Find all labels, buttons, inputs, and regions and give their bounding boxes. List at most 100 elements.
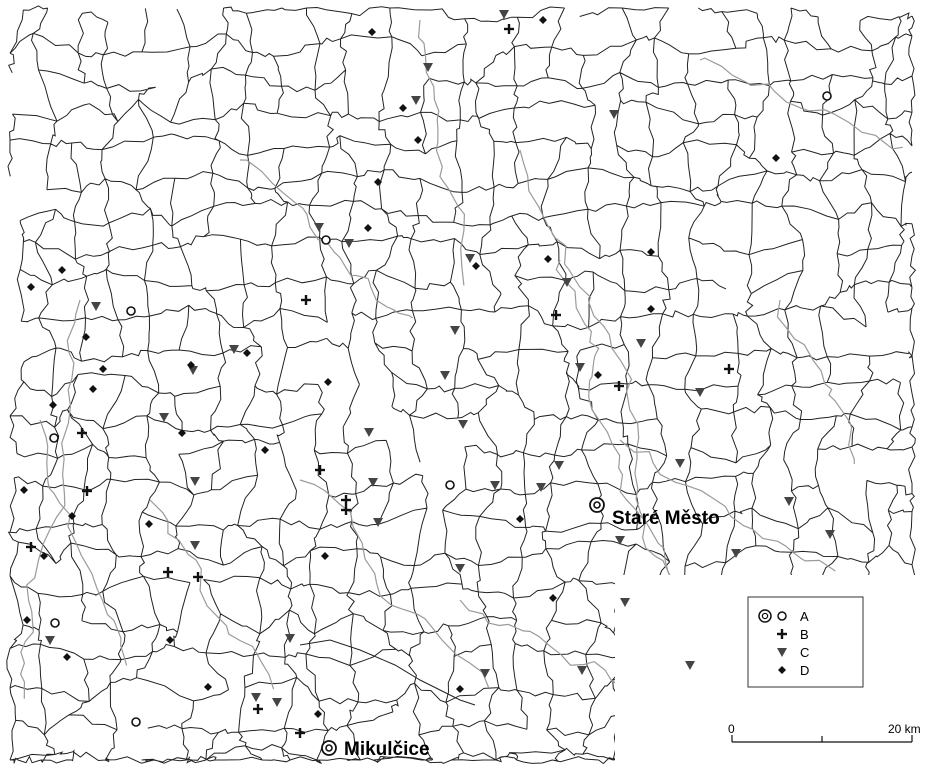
site-c-marker xyxy=(784,497,794,506)
site-c-marker xyxy=(458,420,468,429)
site-d-marker xyxy=(166,636,174,644)
site-d-marker xyxy=(63,653,71,661)
site-b-marker xyxy=(163,567,173,577)
site-c-marker xyxy=(685,661,695,670)
stare-mesto-marker[interactable] xyxy=(589,497,605,513)
legend: A B C D xyxy=(747,596,864,688)
site-d-marker xyxy=(89,385,97,393)
site-d-marker xyxy=(314,710,322,718)
legend-label-b: B xyxy=(800,627,809,642)
site-d-marker xyxy=(368,28,376,36)
site-d-marker xyxy=(321,552,329,560)
place-label-mikulcice: Mikulčice xyxy=(344,739,430,760)
site-b-marker xyxy=(295,728,305,738)
site-c-marker xyxy=(825,530,835,539)
site-d-marker xyxy=(539,16,547,24)
site-d-marker xyxy=(40,552,48,560)
site-c-marker xyxy=(91,302,101,311)
site-c-marker xyxy=(455,564,465,573)
site-d-marker xyxy=(772,154,780,162)
site-c-marker xyxy=(159,413,169,422)
site-b-marker xyxy=(504,24,514,34)
river-line xyxy=(299,479,490,688)
site-b-marker xyxy=(193,572,203,582)
site-d-marker xyxy=(145,520,153,528)
site-d-marker xyxy=(516,515,524,523)
site-d-marker xyxy=(647,305,655,313)
site-d-marker xyxy=(594,371,602,379)
site-d-marker xyxy=(178,429,186,437)
site-c-marker xyxy=(499,10,509,19)
site-c-marker xyxy=(373,518,383,527)
legend-symbol-c-icon xyxy=(777,648,787,657)
site-d-marker xyxy=(27,283,35,291)
site-c-marker xyxy=(609,110,619,119)
site-d-marker xyxy=(472,262,480,270)
river-line xyxy=(699,57,903,150)
site-b-marker xyxy=(614,381,624,391)
site-d-marker xyxy=(49,401,57,409)
site-c-marker xyxy=(251,693,261,702)
river-line xyxy=(619,439,836,572)
site-d-marker xyxy=(243,349,251,357)
site-c-marker xyxy=(190,477,200,486)
legend-symbol-d-icon xyxy=(778,666,786,674)
site-d-marker xyxy=(204,683,212,691)
site-d-marker xyxy=(82,333,90,341)
river-line xyxy=(39,419,128,666)
site-b-marker xyxy=(341,495,351,505)
site-d-marker xyxy=(414,136,422,144)
site-a-marker xyxy=(321,235,331,245)
site-c-marker xyxy=(695,388,705,397)
site-c-marker xyxy=(440,371,450,380)
river-line xyxy=(239,159,414,319)
river-line xyxy=(555,259,671,576)
site-d-marker xyxy=(58,266,66,274)
site-c-marker xyxy=(229,345,239,354)
site-c-marker xyxy=(450,326,460,335)
site-c-marker xyxy=(575,363,585,372)
legend-label-c: C xyxy=(800,645,809,660)
site-d-marker xyxy=(399,104,407,112)
site-c-marker xyxy=(364,428,374,437)
rivers xyxy=(19,19,903,699)
place-label-stare-mesto: Staré Město xyxy=(612,508,720,529)
site-c-marker xyxy=(314,223,324,232)
site-c-marker xyxy=(45,636,55,645)
site-c-marker xyxy=(636,339,646,348)
scale-label-start: 0 xyxy=(728,722,735,736)
site-c-marker xyxy=(554,461,564,470)
site-c-marker xyxy=(190,541,200,550)
legend-label-d: D xyxy=(800,663,809,678)
site-b-marker xyxy=(253,704,263,714)
site-c-marker xyxy=(344,239,354,248)
site-d-marker xyxy=(20,486,28,494)
site-d-marker xyxy=(261,446,269,454)
site-c-marker xyxy=(536,483,546,492)
site-c-marker xyxy=(423,63,433,72)
site-c-marker xyxy=(368,478,378,487)
site-c-marker xyxy=(562,278,572,287)
site-d-marker xyxy=(364,224,372,232)
legend-symbol-a-icon xyxy=(758,609,787,623)
site-a-marker xyxy=(49,433,59,443)
river-line xyxy=(459,599,619,686)
site-d-marker xyxy=(456,685,464,693)
site-a-marker xyxy=(50,618,60,628)
river-line xyxy=(149,499,275,690)
site-c-marker xyxy=(675,459,685,468)
site-c-marker xyxy=(620,598,630,607)
site-c-marker xyxy=(480,669,490,678)
mikulcice-marker[interactable] xyxy=(321,740,337,756)
legend-symbol-b-icon xyxy=(777,629,787,639)
site-b-marker xyxy=(82,486,92,496)
site-d-marker xyxy=(324,378,332,386)
site-a-marker xyxy=(126,306,136,316)
site-c-marker xyxy=(490,481,500,490)
site-d-marker xyxy=(647,248,655,256)
site-a-marker xyxy=(445,480,455,490)
site-c-marker xyxy=(577,666,587,675)
site-b-marker xyxy=(551,310,561,320)
